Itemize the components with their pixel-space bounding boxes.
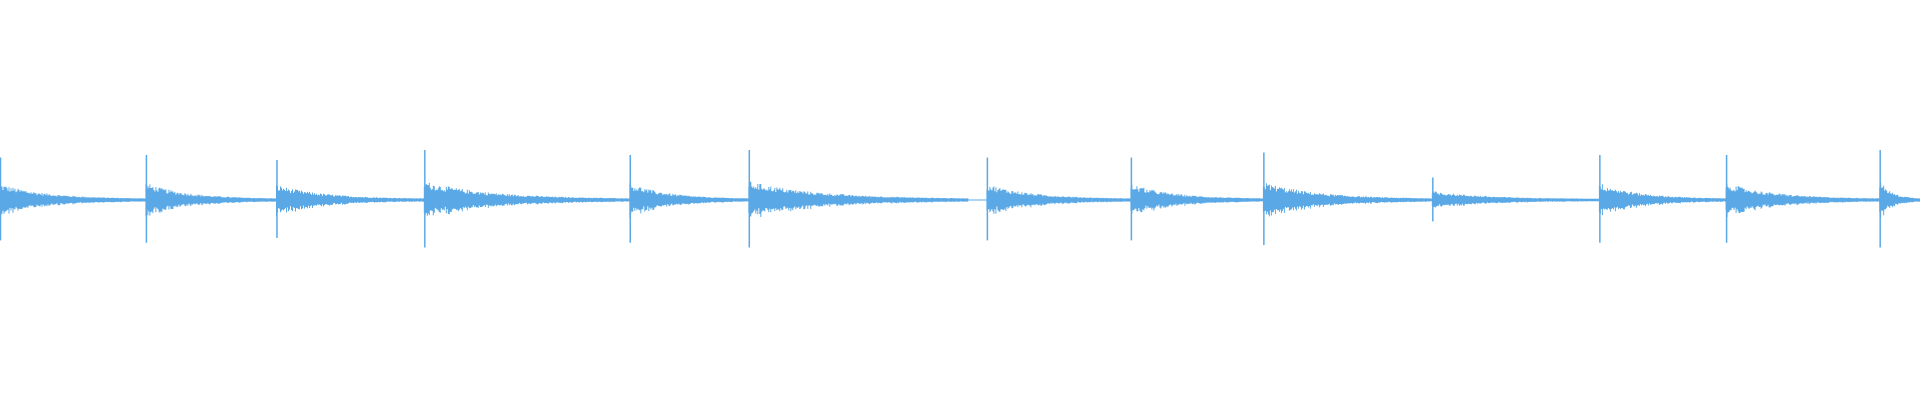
waveform-transient <box>1879 150 1920 248</box>
waveform-transient <box>1598 155 1726 243</box>
waveform-decay <box>1262 183 1432 217</box>
waveform-transient <box>276 160 424 238</box>
waveform-transient <box>1130 157 1264 241</box>
waveform-decay <box>423 182 630 216</box>
waveform-transient <box>423 150 630 248</box>
waveform-decay <box>1725 184 1880 217</box>
waveform-transient <box>1725 155 1880 243</box>
waveform-decay <box>986 186 1131 214</box>
waveform-transient <box>1262 152 1432 246</box>
waveform-decay <box>1431 191 1600 208</box>
waveform-decay <box>629 183 750 218</box>
waveform-transient <box>748 150 969 248</box>
waveform-decay <box>1879 183 1920 218</box>
waveform-decay <box>145 184 277 217</box>
waveform-decay <box>748 181 969 217</box>
waveform-transient <box>1431 177 1600 222</box>
waveform-decay <box>276 185 424 217</box>
waveform-transient <box>629 155 750 243</box>
waveform-transient <box>986 157 1131 241</box>
waveform-transient <box>0 157 146 241</box>
waveform-decay <box>0 186 146 215</box>
waveform-transient <box>145 155 277 243</box>
waveform-decay <box>1130 184 1264 214</box>
waveform-decay <box>1598 184 1726 216</box>
